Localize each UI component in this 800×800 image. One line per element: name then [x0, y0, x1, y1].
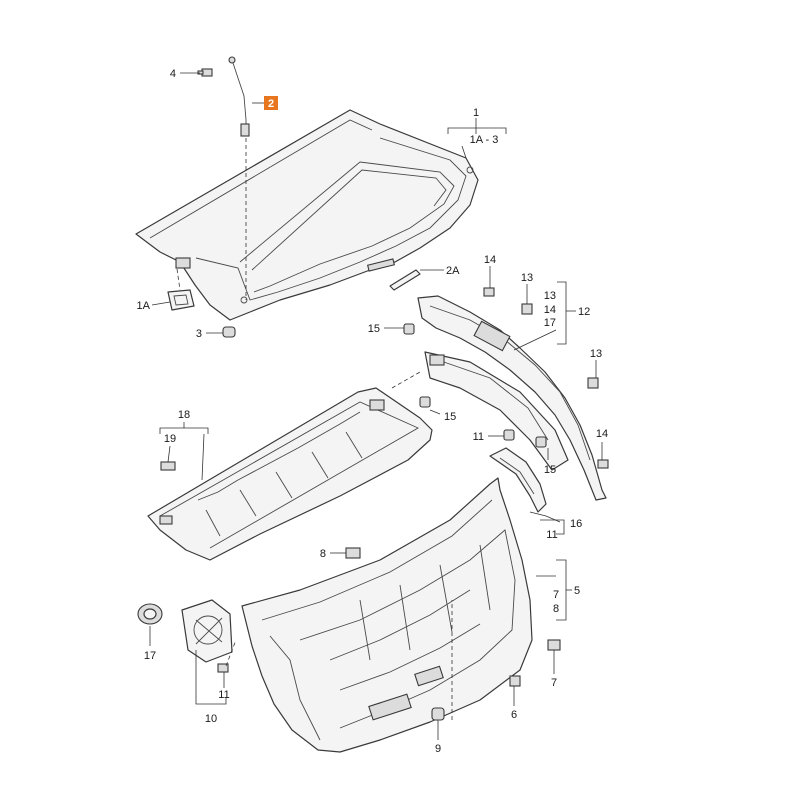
callout-6: 6 — [511, 709, 517, 721]
callout-13-group: 13 — [544, 290, 556, 302]
screw-15-b — [419, 396, 431, 408]
callout-11-a: 11 — [473, 431, 484, 443]
highlight-label: 2 — [268, 98, 274, 110]
screw-15-c — [535, 436, 547, 448]
callout-labels: 4 1 1A - 3 2A 1A 3 14 13 13 14 17 12 15 … — [137, 68, 609, 755]
callout-7-group: 7 — [553, 589, 559, 601]
speaker-bracket — [181, 599, 233, 663]
cap-3 — [222, 326, 236, 338]
callout-13-right: 13 — [590, 348, 602, 360]
tailgate-trim-panel — [241, 477, 533, 753]
strip-2a — [389, 269, 421, 291]
clip-11-c — [217, 663, 229, 673]
callout-17: 17 — [144, 650, 156, 662]
highlight-callout: 2 — [264, 96, 278, 110]
tray-axis — [391, 371, 421, 389]
clip-11-a — [503, 429, 515, 441]
callout-11-b: 11 — [546, 529, 557, 541]
clip-19 — [160, 461, 176, 471]
clip-8 — [345, 547, 361, 559]
clip-1a-axis — [175, 261, 181, 291]
callout-3: 3 — [196, 328, 202, 340]
fastener-14-top — [483, 287, 495, 297]
callout-10: 10 — [205, 713, 217, 725]
highlight-box — [264, 96, 278, 110]
leader-lines — [149, 72, 603, 740]
callout-7: 7 — [551, 677, 557, 689]
shelf-hinge-bracket — [175, 257, 191, 269]
callout-1a: 1A — [137, 300, 151, 312]
callout-9: 9 — [435, 743, 441, 755]
callout-8-group: 8 — [553, 603, 559, 615]
callout-14-group: 14 — [544, 304, 556, 316]
callout-13-top: 13 — [521, 272, 533, 284]
clip-6 — [509, 675, 521, 687]
bracket-axis — [225, 639, 237, 667]
callout-17-group: 17 — [544, 317, 556, 329]
clip-1a — [167, 289, 195, 311]
callout-1: 1 — [473, 107, 479, 119]
screw-15-a — [403, 323, 415, 335]
callout-5: 5 — [574, 585, 580, 597]
fastener-13-top — [521, 303, 533, 315]
clip-7 — [547, 639, 561, 651]
screw-9 — [431, 707, 445, 721]
callout-15-b: 15 — [444, 411, 456, 423]
storage-tray — [147, 387, 433, 561]
callout-8: 8 — [320, 548, 326, 560]
callout-16: 16 — [570, 518, 582, 530]
callout-14-right: 14 — [596, 428, 608, 440]
callout-4: 4 — [170, 68, 176, 80]
callout-15-a: 15 — [368, 323, 380, 335]
callout-14-top: 14 — [484, 254, 496, 266]
strap-cable — [228, 56, 250, 137]
callout-15-c: 15 — [544, 464, 556, 476]
side-trim-panel — [417, 295, 607, 501]
callout-19: 19 — [164, 433, 176, 445]
callout-2a: 2A — [446, 265, 460, 277]
callout-18: 18 — [178, 409, 190, 421]
inner-cover-16 — [489, 447, 547, 513]
screw-4 — [197, 68, 213, 77]
parcel-shelf — [135, 109, 479, 321]
callout-11-c: 11 — [218, 689, 229, 701]
grommet-17 — [137, 603, 163, 625]
callout-1a-3: 1A - 3 — [470, 134, 499, 146]
callout-12: 12 — [578, 306, 590, 318]
fastener-13-right — [587, 377, 599, 389]
fastener-14-right — [597, 459, 609, 469]
